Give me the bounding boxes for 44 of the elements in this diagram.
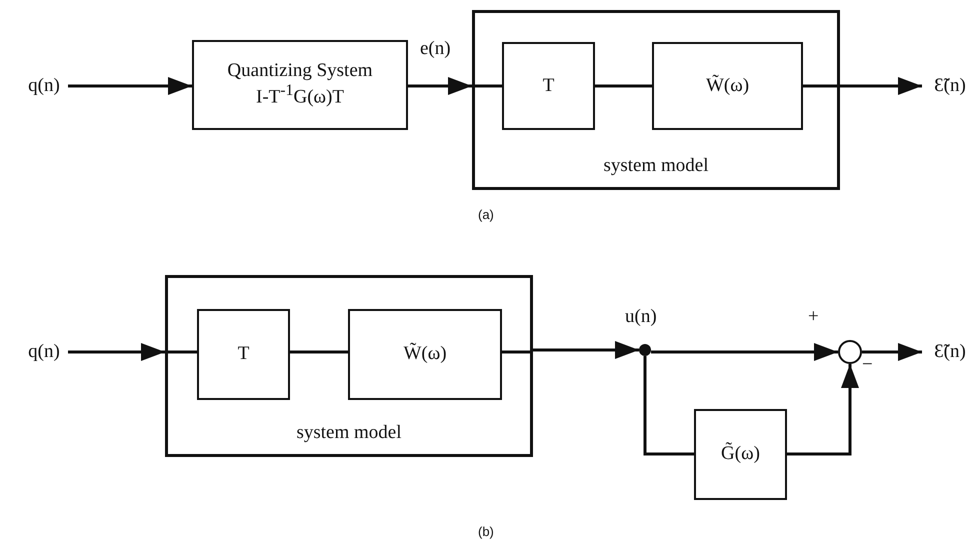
signal-label: q(n) bbox=[28, 76, 60, 96]
junction-dot bbox=[639, 344, 651, 356]
block-label: G̃(ω) bbox=[721, 444, 760, 465]
arrow bbox=[651, 343, 838, 361]
connector-line bbox=[502, 350, 533, 354]
process-box bbox=[348, 309, 502, 400]
system-model-box bbox=[472, 10, 840, 190]
summing-junction bbox=[838, 340, 862, 364]
sign-label: − bbox=[862, 354, 873, 376]
signal-label: Ɛ̃(n) bbox=[934, 342, 966, 362]
signal-label: u(n) bbox=[625, 306, 657, 328]
arrow bbox=[862, 343, 922, 361]
block-label: T bbox=[542, 76, 554, 96]
connector-line bbox=[165, 350, 197, 354]
block-label: Quantizing System bbox=[227, 61, 373, 82]
edge-label: e(n) bbox=[420, 38, 451, 60]
arrow bbox=[533, 341, 639, 359]
sign-label: + bbox=[808, 306, 819, 328]
arrow bbox=[408, 77, 472, 95]
arrow bbox=[68, 343, 165, 361]
process-box bbox=[652, 42, 803, 130]
box-label: system model bbox=[602, 155, 710, 177]
connector-line bbox=[803, 84, 840, 88]
connector-line bbox=[290, 350, 348, 354]
connector-line bbox=[644, 356, 694, 456]
arrow bbox=[787, 364, 859, 456]
arrow bbox=[68, 77, 192, 95]
process-box bbox=[502, 42, 595, 130]
system-model-box bbox=[165, 275, 533, 457]
process-box bbox=[197, 309, 290, 400]
connector-line bbox=[472, 84, 502, 88]
process-box bbox=[694, 409, 787, 500]
figure-caption: (a) bbox=[478, 207, 494, 222]
block-label: T bbox=[238, 344, 250, 365]
signal-label: q(n) bbox=[28, 342, 60, 362]
box-label: system model bbox=[295, 422, 403, 444]
process-box bbox=[192, 40, 408, 130]
block-label: W̃(ω) bbox=[403, 344, 447, 365]
signal-label: Ɛ̃(n) bbox=[934, 76, 966, 96]
connector-line bbox=[595, 84, 652, 88]
block-label: I-T$^{-1}$G(ω)T bbox=[256, 82, 344, 109]
figure-caption: (b) bbox=[478, 524, 494, 539]
block-label: W̃(ω) bbox=[706, 76, 750, 96]
arrow bbox=[840, 77, 922, 95]
